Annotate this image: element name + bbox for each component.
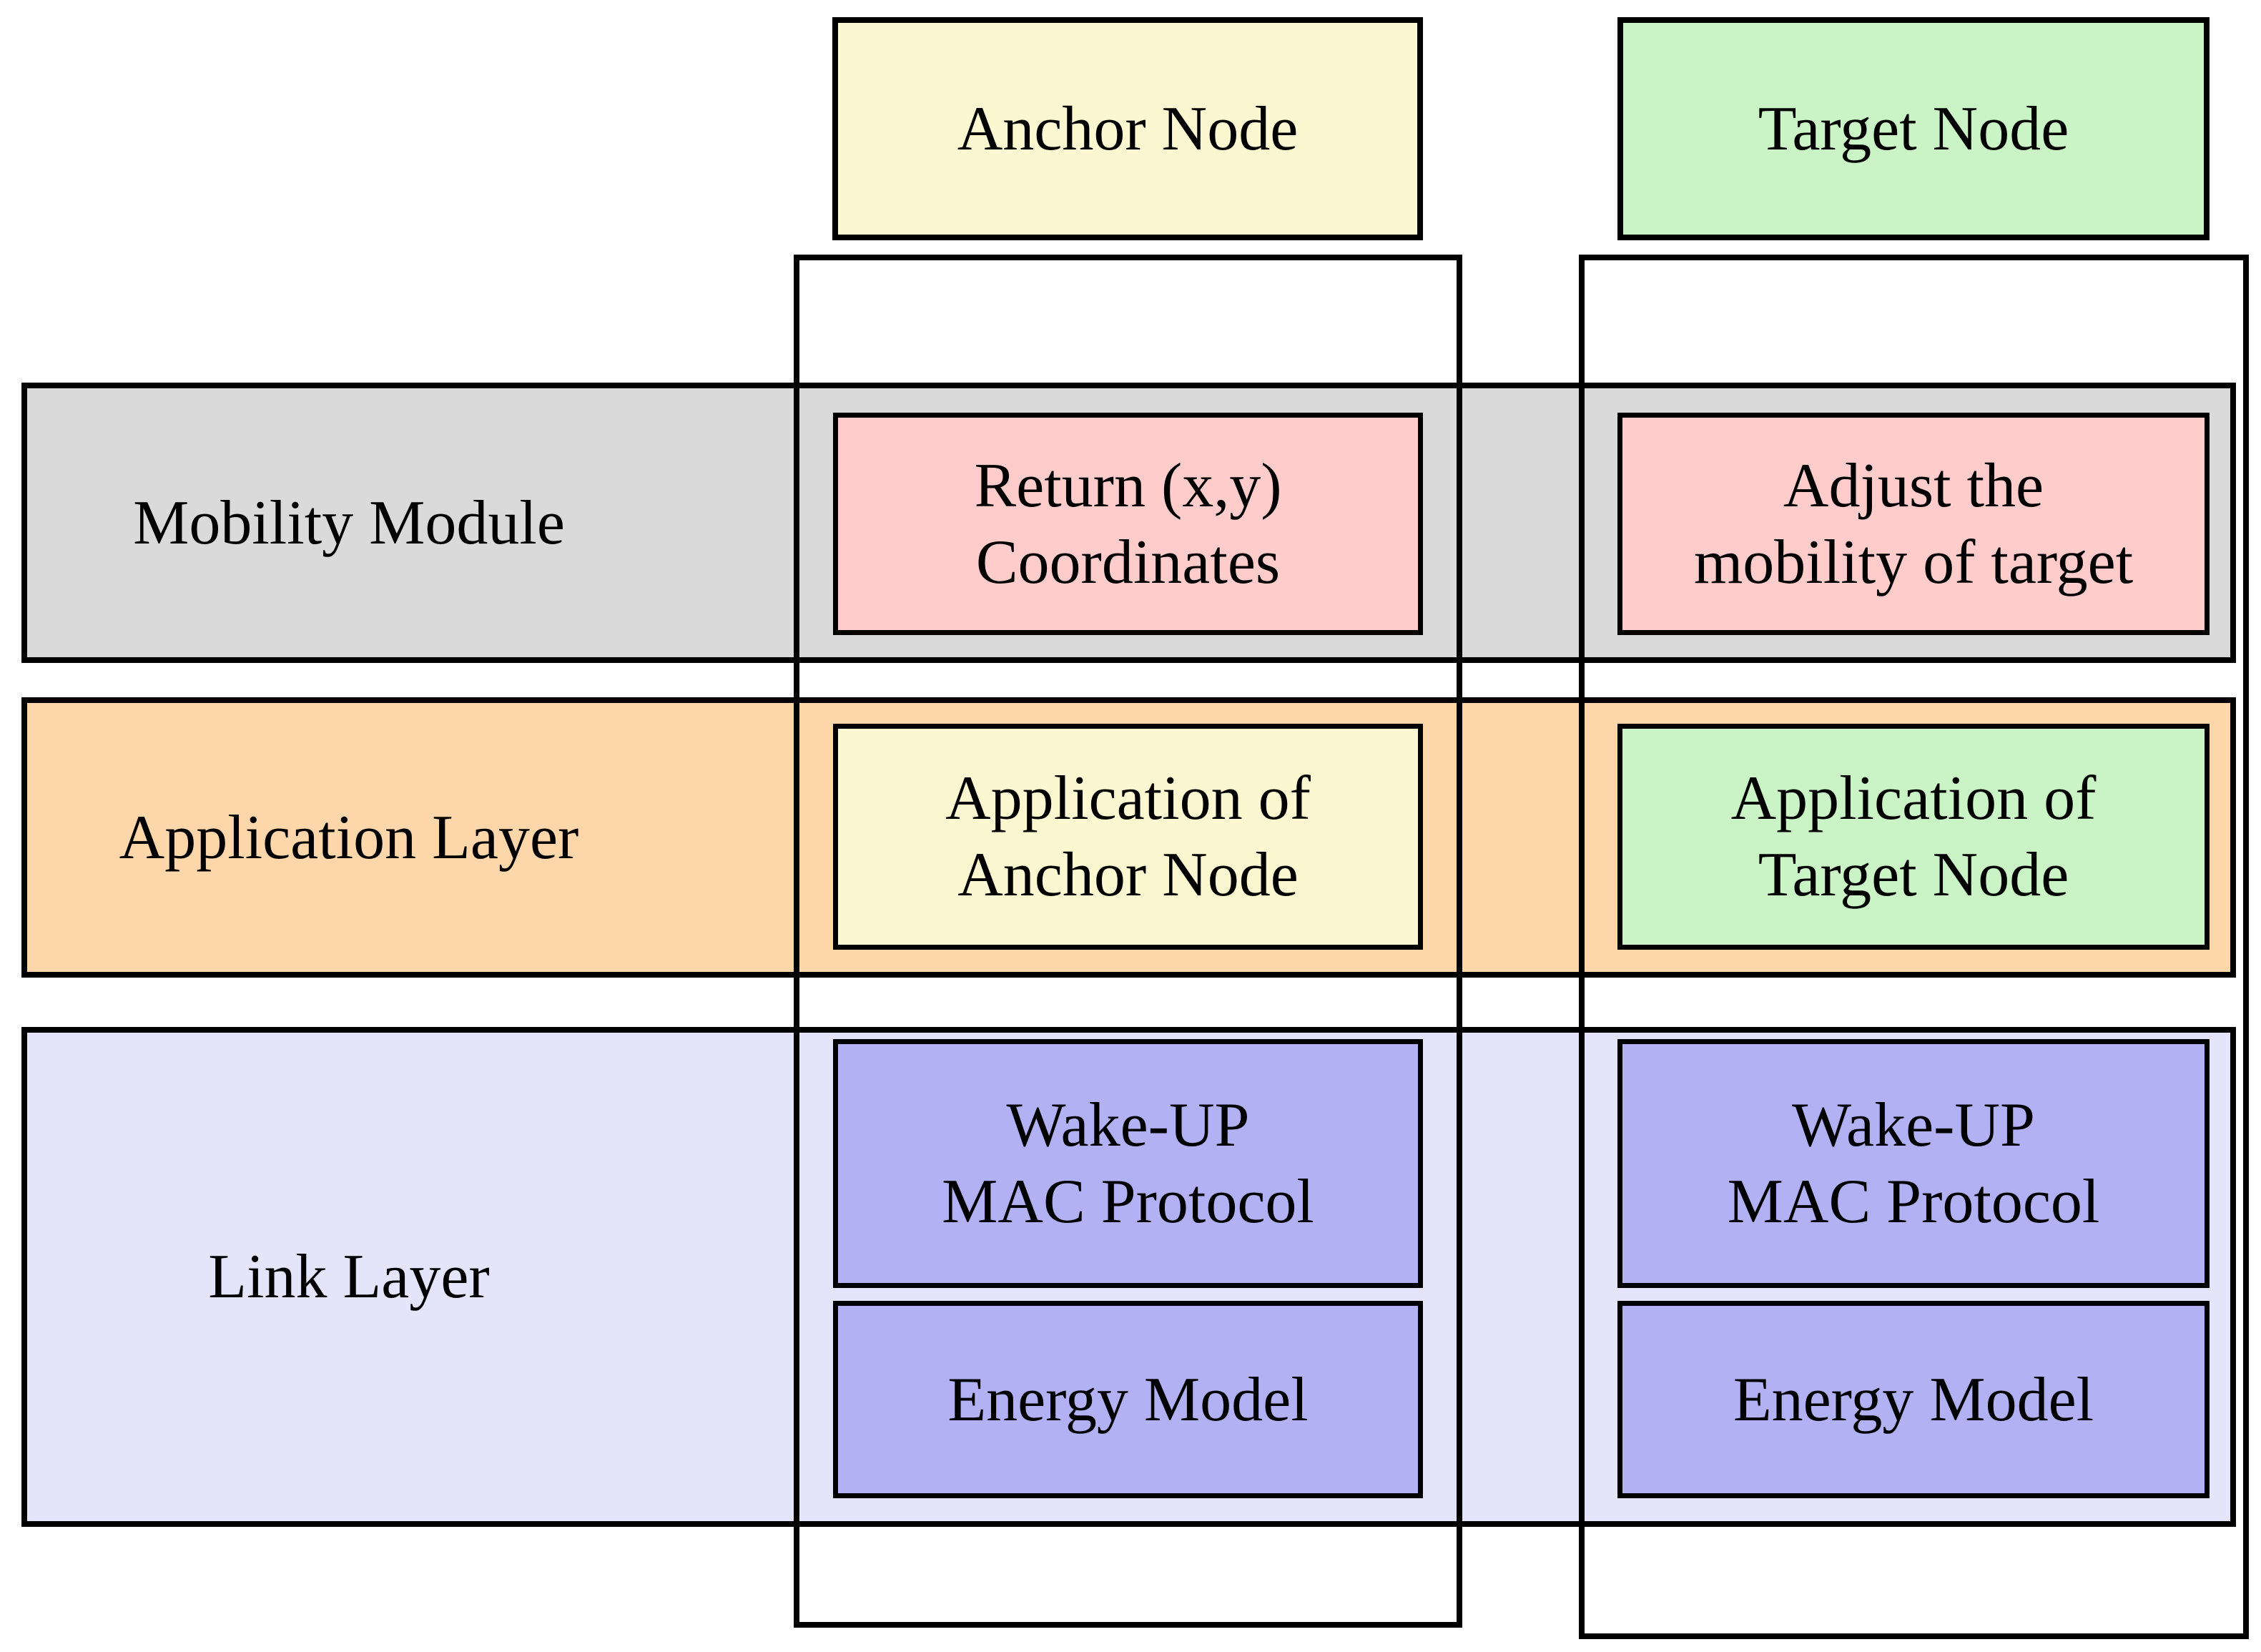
energy-model-target-box: Energy Model xyxy=(1617,1301,2210,1498)
target-node-column xyxy=(1579,255,2249,1639)
return-coordinates-line2: Coordinates xyxy=(975,527,1281,597)
mobility-module-label: Mobility Module xyxy=(133,488,565,558)
application-target-box: Application of Target Node xyxy=(1617,724,2210,950)
adjust-mobility-box: Adjust the mobility of target xyxy=(1617,413,2210,635)
anchor-node-header-label: Anchor Node xyxy=(957,94,1299,164)
target-node-header-label: Target Node xyxy=(1758,94,2069,164)
wakeup-mac-target-line2: MAC Protocol xyxy=(1727,1167,2100,1236)
wakeup-mac-anchor-line1: Wake-UP xyxy=(1006,1091,1250,1160)
energy-model-anchor-label: Energy Model xyxy=(947,1365,1309,1435)
application-anchor-line1: Application of xyxy=(945,764,1311,833)
target-node-header: Target Node xyxy=(1617,17,2210,240)
energy-model-anchor-box: Energy Model xyxy=(833,1301,1423,1498)
link-layer-label: Link Layer xyxy=(208,1242,490,1312)
application-anchor-line2: Anchor Node xyxy=(957,840,1299,910)
adjust-mobility-line2: mobility of target xyxy=(1693,527,2134,597)
application-anchor-box: Application of Anchor Node xyxy=(833,724,1423,950)
wakeup-mac-anchor-box: Wake-UP MAC Protocol xyxy=(833,1039,1423,1288)
return-coordinates-box: Return (x,y) Coordinates xyxy=(833,413,1423,635)
wakeup-mac-target-line1: Wake-UP xyxy=(1792,1091,2035,1160)
wakeup-mac-anchor-line2: MAC Protocol xyxy=(942,1167,1314,1236)
return-coordinates-line1: Return (x,y) xyxy=(974,451,1282,521)
adjust-mobility-line1: Adjust the xyxy=(1783,451,2044,521)
application-layer-label: Application Layer xyxy=(119,802,579,872)
application-target-line2: Target Node xyxy=(1758,840,2069,910)
anchor-node-header: Anchor Node xyxy=(832,17,1423,240)
anchor-node-column xyxy=(794,255,1462,1628)
application-target-line1: Application of xyxy=(1730,764,2097,833)
energy-model-target-label: Energy Model xyxy=(1733,1365,2094,1435)
wakeup-mac-target-box: Wake-UP MAC Protocol xyxy=(1617,1039,2210,1288)
